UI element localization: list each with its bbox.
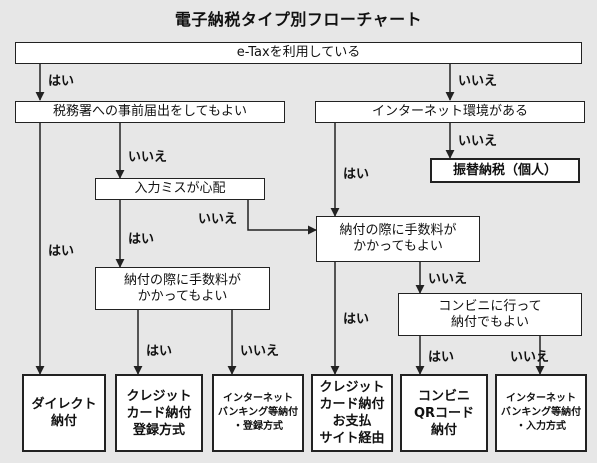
label-nyuryoku-no: いいえ	[198, 212, 238, 227]
label-zeimusho-yes: はい	[48, 244, 75, 259]
node-nyuryoku-question: 入力ミスが心配	[95, 178, 265, 200]
node-tesuryo-left-question: 納付の際に手数料が かかってもよい	[95, 267, 270, 310]
node-direct-result: ダイレクト 納付	[22, 374, 106, 452]
node-netbank-input-text: インターネット バンキング等納付 ・入力方式	[500, 393, 582, 432]
label-conveni-yes: はい	[428, 350, 455, 365]
node-direct-text: ダイレクト 納付	[31, 397, 97, 429]
label-tesuryo-left-no: いいえ	[240, 344, 280, 359]
node-tesuryo-left-text: 納付の際に手数料が かかってもよい	[123, 272, 241, 304]
node-tesuryo-right-text: 納付の際に手数料が かかってもよい	[339, 223, 457, 254]
label-etax-yes: はい	[48, 74, 75, 89]
node-conveni-question: コンビニに行って 納付でもよい	[398, 293, 582, 336]
label-tesuryo-left-yes: はい	[146, 344, 173, 359]
node-conveni-qr-result: コンビニ QRコード 納付	[400, 374, 488, 452]
label-tesuryo-right-yes: はい	[343, 312, 370, 327]
node-conveni-qr-text: コンビニ QRコード 納付	[413, 388, 475, 438]
node-furikae-text: 振替納税（個人）	[452, 163, 557, 178]
node-credit-site-text: クレジット カード納付 お支払 サイト経由	[319, 380, 385, 446]
node-nyuryoku-text: 入力ミスが心配	[134, 181, 226, 196]
label-tesuryo-right-no: いいえ	[428, 272, 468, 287]
node-furikae-result: 振替納税（個人）	[430, 158, 580, 183]
label-conveni-no: いいえ	[510, 350, 550, 365]
node-zeimusho-question: 税務署への事前届出をしてもよい	[15, 101, 285, 123]
node-netbank-input-result: インターネット バンキング等納付 ・入力方式	[495, 374, 587, 452]
edge-nyuryoku-no	[247, 190, 317, 235]
label-internet-yes: はい	[343, 167, 370, 182]
node-conveni-text: コンビニに行って 納付でもよい	[438, 298, 542, 330]
node-netbank-reg-result: インターネット バンキング等納付 ・登録方式	[212, 374, 304, 452]
chart-title: 電子納税タイプ別フローチャート	[174, 10, 423, 29]
node-etax: e-Taxを利用している	[15, 42, 582, 64]
node-credit-reg-text: クレジット カード納付 登録方式	[126, 388, 192, 438]
label-nyuryoku-yes: はい	[128, 232, 155, 247]
node-credit-reg-result: クレジット カード納付 登録方式	[115, 374, 203, 452]
label-etax-no: いいえ	[458, 74, 498, 89]
label-zeimusho-no: いいえ	[128, 150, 168, 165]
node-etax-text: e-Taxを利用している	[236, 45, 361, 60]
label-internet-no: いいえ	[458, 134, 498, 149]
node-netbank-reg-text: インターネット バンキング等納付 ・登録方式	[217, 393, 299, 432]
node-credit-site-result: クレジット カード納付 お支払 サイト経由	[311, 374, 393, 452]
node-zeimusho-text: 税務署への事前届出をしてもよい	[53, 104, 247, 119]
node-internet-question: インターネット環境がある	[315, 101, 585, 123]
node-internet-text: インターネット環境がある	[371, 104, 528, 119]
node-tesuryo-right-question: 納付の際に手数料が かかってもよい	[316, 216, 480, 262]
